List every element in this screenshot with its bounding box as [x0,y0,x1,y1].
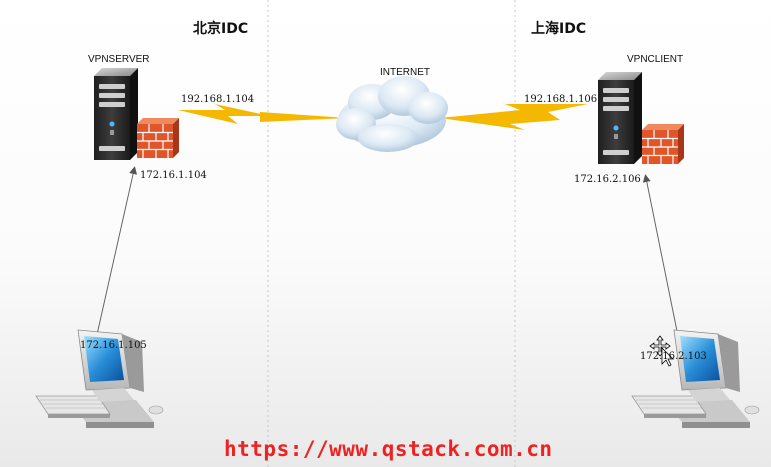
arrow-pc-to-client [642,174,681,347]
firewall-icon [136,117,180,159]
vpn-client-public-ip: 192.168.1.106 [524,94,598,105]
arrow-pc-to-server [93,166,138,349]
cloud-icon [336,76,448,152]
vpn-client-private-ip: 172.16.2.106 [574,174,641,185]
zone-title-beijing: 北京IDC [193,21,249,37]
watermark-url: https://www.qstack.com.cn [224,437,553,461]
pc-shanghai-ip: 172.16.2.103 [640,351,707,362]
vpn-server-public-ip: 192.168.1.104 [181,94,255,105]
lightning-link-icon [440,104,588,130]
lightning-link-icon [178,104,270,124]
zone-title-shanghai: 上海IDC [531,21,587,37]
vpn-client-label: VPNCLIENT [627,54,684,65]
firewall-icon [641,123,685,165]
move-cursor-icon [649,335,674,367]
lightning-link-icon [260,112,348,122]
pc-beijing-ip: 172.16.1.105 [80,340,147,351]
internet-label: INTERNET [380,67,430,78]
server-icon [598,72,642,164]
vpn-server-label: VPNSERVER [88,54,150,65]
vpn-server-private-ip: 172.16.1.104 [140,170,207,181]
server-icon [94,68,138,160]
